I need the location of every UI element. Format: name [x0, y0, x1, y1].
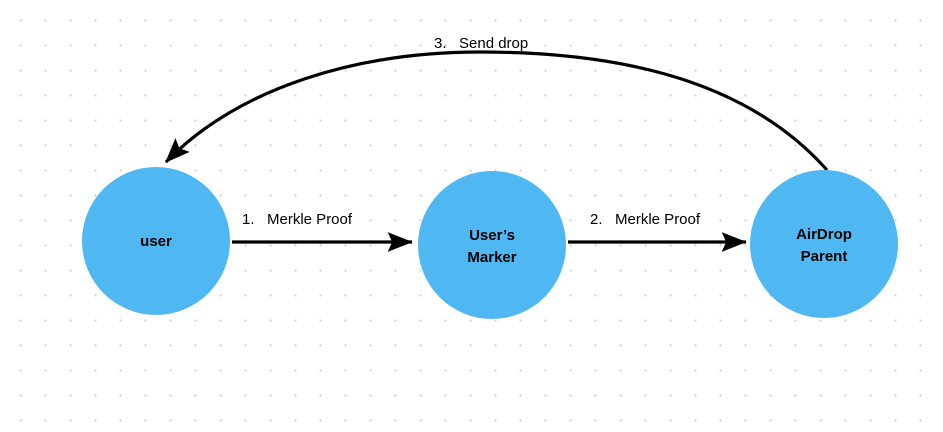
edge-label-merkle-proof-2: 2. Merkle Proof — [590, 211, 701, 228]
edge-label-send-drop: 3. Send drop — [434, 35, 528, 52]
node-airdrop-parent-label-line2: Parent — [801, 248, 848, 265]
node-airdrop-parent-circle[interactable] — [750, 170, 898, 318]
node-users-marker-label-line1: User’s — [469, 227, 515, 244]
node-users-marker-label-line2: Marker — [467, 249, 516, 266]
node-user-label: user — [140, 233, 172, 250]
node-user-circle[interactable] — [82, 167, 230, 315]
node-airdrop-parent-label-line1: AirDrop — [796, 226, 852, 243]
edge-send-drop-arrow — [164, 50, 829, 172]
edge-label-merkle-proof-1: 1. Merkle Proof — [242, 211, 353, 228]
node-users-marker-circle[interactable] — [418, 171, 566, 319]
